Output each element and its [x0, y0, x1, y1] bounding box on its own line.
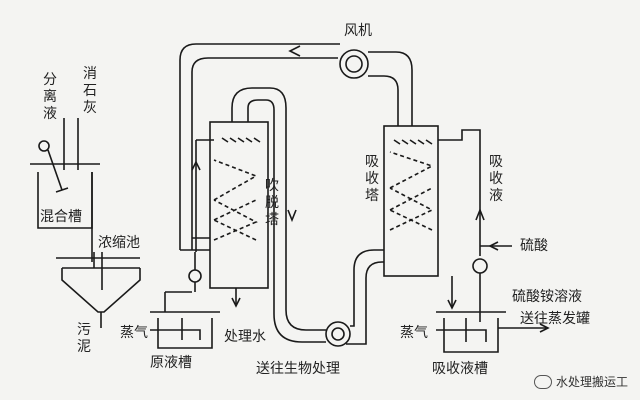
label-absorption-tower: 吸收塔 — [365, 154, 379, 204]
stripping-top-duct — [231, 87, 326, 343]
label-sulfuric-acid: 硫酸 — [520, 238, 548, 254]
label-absorption-tank: 吸收液槽 — [432, 361, 488, 377]
absorption-liquid-tank — [436, 311, 550, 353]
label-steam-right: 蒸气 — [400, 325, 428, 341]
label-raw-liquid-tank: 原液槽 — [150, 355, 192, 371]
watermark-text: 水处理搬运工 — [555, 375, 628, 389]
label-mixing-tank: 混合槽 — [40, 209, 82, 225]
label-lime: 消石灰 — [83, 66, 97, 116]
label-absorption-liquid: 吸收液 — [489, 154, 503, 204]
fan-to-absorber-duct — [368, 51, 413, 126]
absorption-pump — [472, 258, 488, 274]
stripping-spray-nozzles — [221, 137, 261, 143]
thickener-tank — [56, 252, 141, 328]
watermark: 水处理搬运工 — [533, 373, 628, 390]
label-stripping-tower: 吹脱塔 — [265, 178, 279, 228]
inlet-pipes — [63, 118, 79, 170]
absorption-liquid-line — [438, 129, 512, 256]
stripping-tower-body — [209, 116, 269, 308]
label-thickener: 浓缩池 — [98, 235, 140, 251]
label-ammonium-sulfate: 硫酸铵溶液 — [512, 289, 582, 305]
label-sludge: 污泥 — [77, 322, 91, 355]
label-to-evaporator: 送往蒸发罐 — [520, 311, 590, 327]
absorption-spray-nozzles — [393, 139, 433, 145]
raw-liquid-tank — [150, 291, 220, 349]
label-separation-liquid: 分离液 — [43, 72, 57, 122]
label-treated-water: 处理水 — [224, 329, 266, 345]
bottom-to-absorber-duct — [346, 249, 384, 345]
label-to-bio-treatment: 送往生物处理 — [256, 361, 340, 377]
wechat-icon — [533, 374, 552, 389]
fan-unit — [339, 49, 369, 79]
bottom-blower — [325, 321, 351, 347]
label-fan: 风机 — [344, 23, 372, 39]
label-steam-left: 蒸气 — [120, 325, 148, 341]
feed-pump — [188, 269, 202, 283]
absorption-tower-body — [383, 125, 439, 277]
air-loop-duct — [179, 43, 340, 251]
mixer-agitator — [38, 140, 69, 193]
